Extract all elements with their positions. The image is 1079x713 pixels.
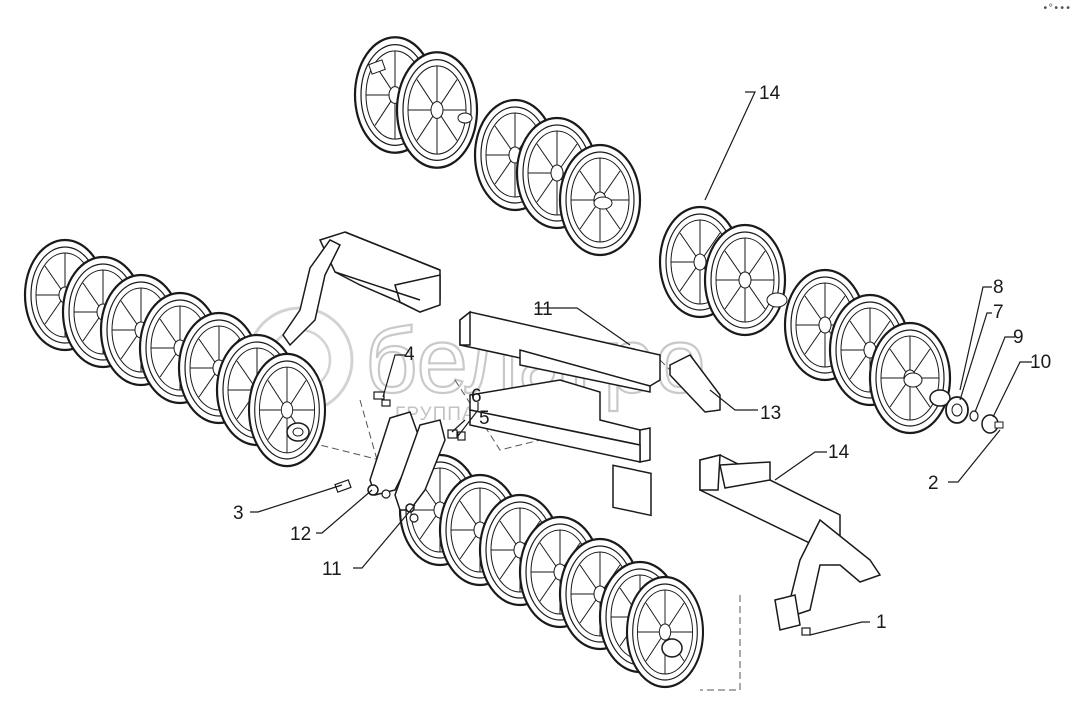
- callout-13: 13: [760, 403, 781, 424]
- plate-part-13: [669, 354, 721, 413]
- roller-ring-group-right-2: [783, 268, 952, 435]
- callout-5: 5: [479, 408, 490, 429]
- leader-lines: [250, 91, 1032, 636]
- callout-8: 8: [993, 277, 1004, 298]
- callout-15: 14: [759, 83, 781, 104]
- callout-3: 3: [233, 503, 244, 524]
- roller-ring-group-left: [23, 238, 327, 468]
- callout-9: 9: [1013, 327, 1024, 348]
- lower-beam-part-14: [699, 454, 882, 631]
- corner-mark: •°•••: [1042, 3, 1071, 14]
- callout-10: 10: [1030, 352, 1051, 373]
- callout-4: 4: [404, 344, 415, 365]
- frame-bracket-upper: [282, 231, 441, 347]
- callout-6: 6: [471, 386, 482, 407]
- roller-ring-group-top-2: [473, 98, 642, 257]
- main-beam: [459, 310, 661, 517]
- callout-1: 1: [876, 612, 887, 633]
- callout-14: 14: [828, 442, 850, 463]
- callout-labels: 14 11 4 6 5 3 12 11 13 14 1 8 7 9 10 2: [233, 83, 1051, 633]
- roller-ring-group-bottom: [398, 453, 705, 689]
- roller-ring-group-top-1: [353, 36, 479, 169]
- callout-12: 12: [290, 524, 311, 545]
- end-cap-parts: [929, 389, 1004, 434]
- callout-11-lower: 11: [322, 559, 342, 580]
- callout-11-upper: 11: [533, 299, 553, 320]
- fasteners: [334, 391, 811, 636]
- side-plates: [367, 411, 446, 513]
- callout-2: 2: [928, 473, 939, 494]
- roller-ring-group-right-1: [658, 205, 788, 337]
- callout-7: 7: [993, 302, 1004, 323]
